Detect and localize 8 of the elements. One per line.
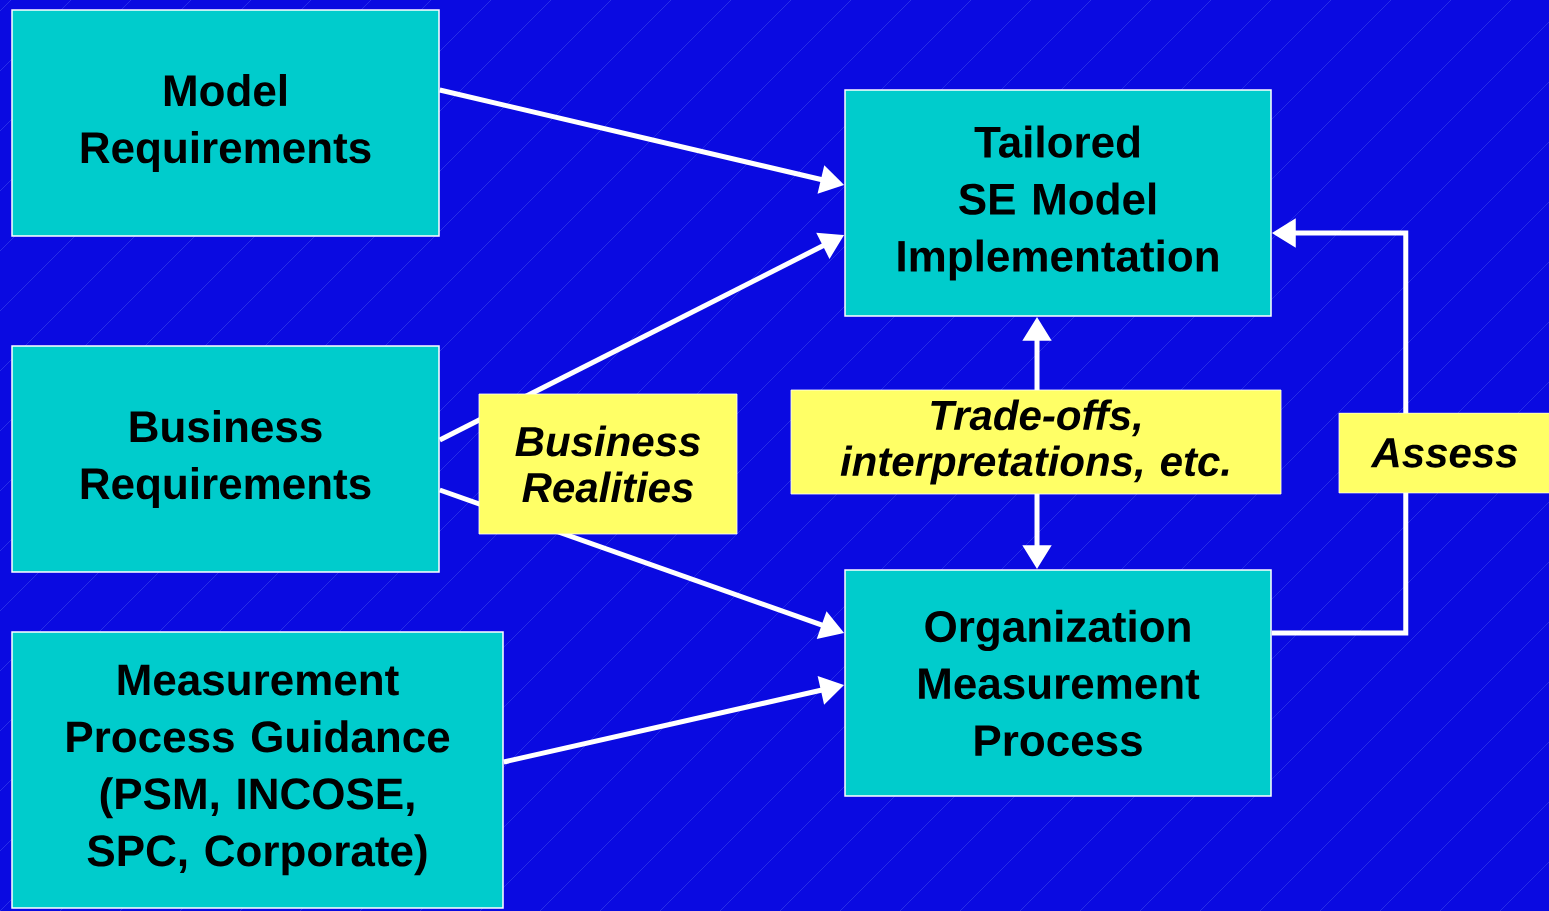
process-box: Measurement Process Guidance (PSM, INCOSE, SPC, Corporate) (11, 631, 504, 909)
process-box: Model Requirements (11, 9, 440, 237)
process-box: Organization Measurement Process (844, 569, 1272, 797)
edge-label: Business Realities (478, 393, 738, 535)
edge-label: Trade-offs, interpretations, etc. (790, 389, 1282, 495)
edge-label: Assess (1338, 412, 1549, 494)
process-box: Tailored SE Model Implementation (844, 89, 1272, 317)
process-box: Business Requirements (11, 345, 440, 573)
